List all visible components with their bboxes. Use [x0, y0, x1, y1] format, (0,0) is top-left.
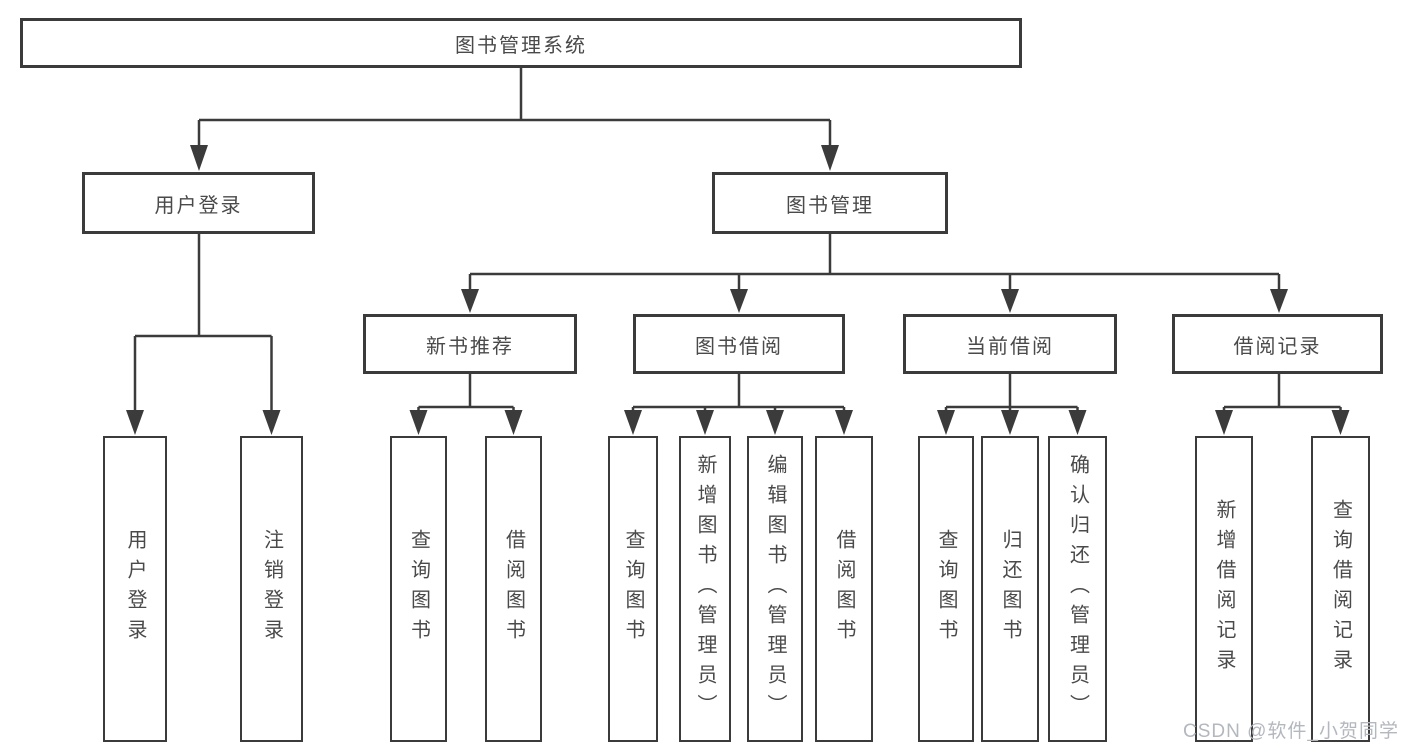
node-new-book-recommendation: 新书推荐: [363, 314, 577, 374]
leaf-borrow-books-borrowing: 借阅图书: [815, 436, 873, 742]
leaf-query-books-borrowing: 查询图书: [608, 436, 658, 742]
node-current-borrowing: 当前借阅: [903, 314, 1117, 374]
node-current-borrowing-label: 当前借阅: [966, 335, 1054, 358]
leaf-query-borrow-record-label: 查询借阅记录: [1329, 499, 1352, 679]
leaf-user-login: 用户登录: [103, 436, 167, 742]
node-borrowing-records-label: 借阅记录: [1233, 335, 1322, 358]
watermark: CSDN @软件_小贺同学: [1183, 721, 1399, 742]
leaf-borrow-books-recommend: 借阅图书: [485, 436, 542, 742]
leaf-return-books-label: 归还图书: [999, 529, 1021, 649]
leaf-edit-books-admin: 编辑图书（管理员）: [747, 436, 803, 742]
node-book-borrowing: 图书借阅: [633, 314, 845, 374]
leaf-return-books: 归还图书: [981, 436, 1039, 742]
leaf-user-login-label: 用户登录: [124, 529, 146, 649]
leaf-add-books-admin: 新增图书（管理员）: [679, 436, 731, 742]
node-borrowing-records: 借阅记录: [1172, 314, 1383, 374]
leaf-borrow-books-recommend-label: 借阅图书: [502, 529, 525, 649]
leaf-confirm-return-admin: 确认归还（管理员）: [1048, 436, 1107, 742]
node-user-login-label: 用户登录: [154, 194, 243, 217]
leaf-add-borrow-record: 新增借阅记录: [1195, 436, 1253, 742]
leaf-query-books-recommend-label: 查询图书: [407, 529, 430, 649]
node-root: 图书管理系统: [20, 18, 1022, 68]
leaf-query-books-borrowing-label: 查询图书: [622, 529, 644, 649]
leaf-query-books-current: 查询图书: [918, 436, 974, 742]
node-book-management-label: 图书管理: [786, 194, 874, 217]
leaf-add-books-admin-label: 新增图书（管理员）: [694, 454, 716, 724]
node-new-book-recommendation-label: 新书推荐: [426, 335, 514, 358]
leaf-logout-label: 注销登录: [260, 529, 283, 649]
leaf-borrow-books-borrowing-label: 借阅图书: [833, 529, 855, 649]
leaf-logout: 注销登录: [240, 436, 303, 742]
node-book-borrowing-label: 图书借阅: [695, 335, 783, 358]
leaf-confirm-return-admin-label: 确认归还（管理员）: [1066, 454, 1089, 724]
node-book-management: 图书管理: [712, 172, 948, 234]
node-user-login: 用户登录: [82, 172, 315, 234]
leaf-query-books-recommend: 查询图书: [390, 436, 447, 742]
leaf-query-books-current-label: 查询图书: [935, 529, 957, 649]
leaf-add-borrow-record-label: 新增借阅记录: [1213, 499, 1235, 679]
node-root-label: 图书管理系统: [455, 34, 587, 57]
leaf-query-borrow-record: 查询借阅记录: [1311, 436, 1370, 742]
leaf-edit-books-admin-label: 编辑图书（管理员）: [764, 454, 786, 724]
